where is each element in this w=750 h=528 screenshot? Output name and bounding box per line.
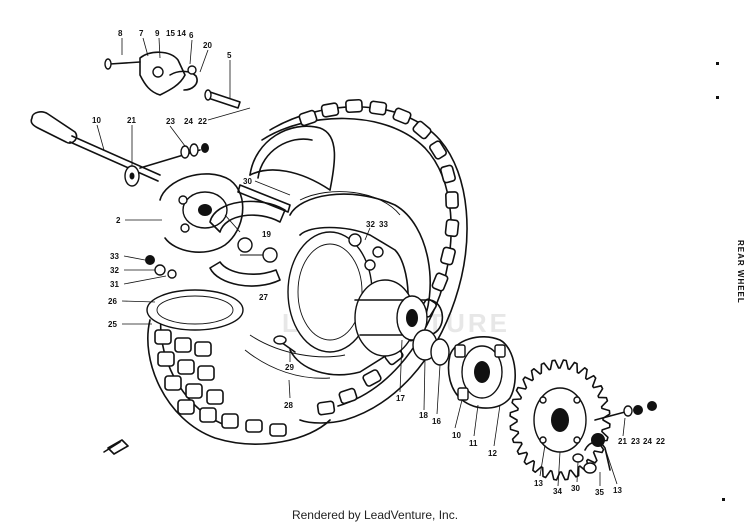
callout-13: 13 (534, 479, 543, 488)
callout-25: 25 (108, 320, 117, 329)
callout-9: 9 (155, 29, 160, 38)
callout-20: 20 (203, 41, 212, 50)
callout-33: 33 (110, 252, 119, 261)
callout-5: 5 (227, 51, 232, 60)
sprocket-carrier (447, 336, 516, 409)
tire-section-lower (146, 289, 346, 445)
callout-22: 22 (198, 117, 207, 126)
callout-21b: 21 (618, 437, 627, 446)
callout-28: 28 (284, 401, 293, 410)
lower-tread (154, 329, 287, 437)
callout-30b: 30 (571, 484, 580, 493)
registration-marks (716, 62, 725, 501)
brake-shoe-lower (209, 254, 281, 287)
callout-6: 6 (189, 31, 194, 40)
callout-26: 26 (108, 297, 117, 306)
callout-14: 14 (177, 29, 186, 38)
callout-11: 11 (469, 439, 478, 448)
callout-32: 32 (110, 266, 119, 275)
callout-29a: 29 (285, 363, 294, 372)
callout-23: 23 (166, 117, 175, 126)
callout-23b: 23 (631, 437, 640, 446)
callout-31: 31 (110, 280, 119, 289)
bearing-spacer (412, 329, 450, 366)
wheel-hub (287, 226, 444, 376)
callout-24: 24 (184, 117, 193, 126)
callout-21: 21 (127, 116, 136, 125)
torque-link-bracket (104, 51, 198, 96)
callout-10b: 10 (452, 431, 461, 440)
rear-sprocket (509, 359, 611, 481)
callout-19: 19 (262, 230, 271, 239)
left-bolts (145, 255, 296, 353)
callout-7: 7 (139, 29, 144, 38)
callout-27: 27 (259, 293, 268, 302)
callout-12: 12 (488, 449, 497, 458)
callout-32b: 32 (366, 220, 375, 229)
brake-rod (204, 89, 251, 121)
callout-18: 18 (419, 411, 428, 420)
brake-cam-parts (237, 184, 291, 263)
axle-washers (180, 143, 209, 159)
callout-35: 35 (595, 488, 604, 497)
callout-16: 16 (432, 417, 441, 426)
callout-24b: 24 (643, 437, 652, 446)
sprocket-teeth (509, 359, 611, 481)
callout-30: 30 (243, 177, 252, 186)
callout-2: 2 (116, 216, 121, 225)
callout-labels: 8 7 9 15 14 6 20 5 10 21 23 24 22 30 2 1… (92, 29, 665, 497)
brake-panel (159, 173, 244, 253)
brake-shoe-upper (209, 200, 286, 233)
callout-13b: 13 (613, 486, 622, 495)
callout-15: 15 (166, 29, 175, 38)
front-direction-arrow-icon (103, 439, 129, 455)
callout-34: 34 (553, 487, 562, 496)
sprocket-bolts (572, 401, 657, 474)
callout-17: 17 (396, 394, 405, 403)
tire-section-upper (249, 125, 336, 191)
callout-8: 8 (118, 29, 123, 38)
side-label-rear-wheel: REAR WHEEL (736, 240, 745, 304)
callout-10: 10 (92, 116, 101, 125)
callout-22b: 22 (656, 437, 665, 446)
footer-credit: Rendered by LeadVenture, Inc. (291, 508, 459, 522)
callout-33b: 33 (379, 220, 388, 229)
